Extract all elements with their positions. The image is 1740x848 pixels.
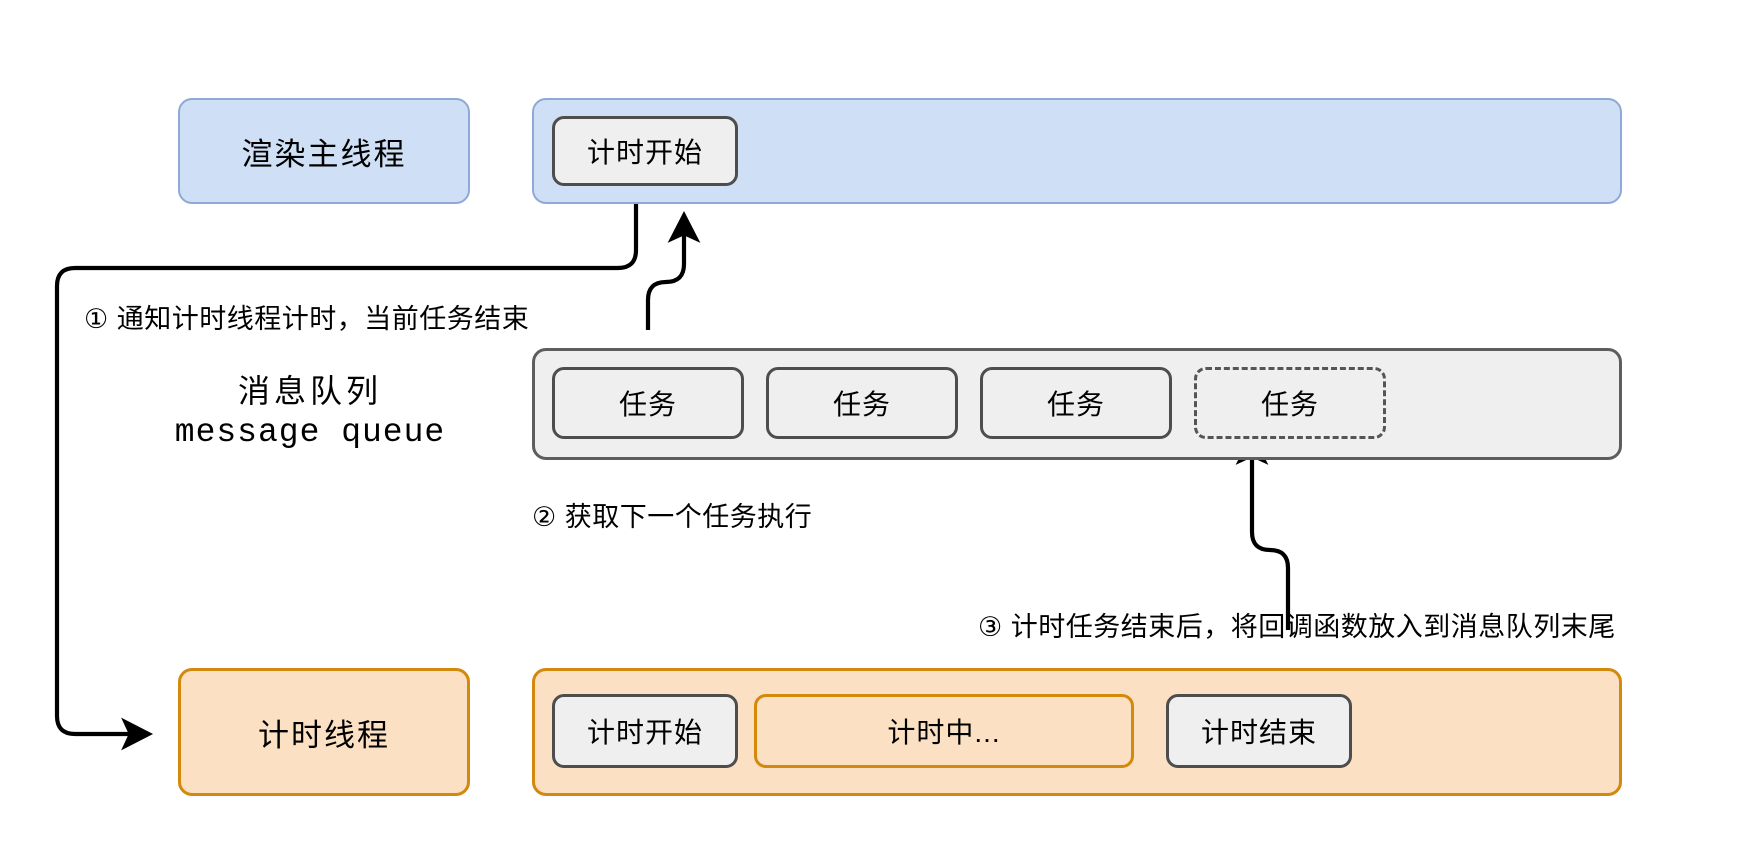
annotation-step-3-text: ③ 计时任务结束后，将回调函数放入到消息队列末尾 xyxy=(978,612,1616,642)
chip-render-timer-start-label: 计时开始 xyxy=(586,137,703,168)
chip-queue-task-1-label: 任务 xyxy=(618,389,677,420)
lane-label-message-queue: 消息队列 message queue xyxy=(120,371,500,454)
chip-timer-end-label: 计时结束 xyxy=(1200,717,1317,748)
wire-step-2 xyxy=(645,210,701,330)
lane-label-message-queue-cn: 消息队列 xyxy=(237,373,382,409)
annotation-step-2-text: ② 获取下一个任务执行 xyxy=(532,502,813,532)
chip-timer-start[interactable]: 计时开始 xyxy=(552,694,738,768)
chip-queue-task-2[interactable]: 任务 xyxy=(766,367,958,439)
chip-queue-task-3[interactable]: 任务 xyxy=(980,367,1172,439)
chip-timer-start-label: 计时开始 xyxy=(586,717,703,748)
wire-step-3 xyxy=(1235,432,1291,630)
chip-queue-task-4-pending[interactable]: 任务 xyxy=(1194,367,1386,439)
annotation-step-1: ① 通知计时线程计时，当前任务结束 xyxy=(84,297,529,336)
chip-queue-task-4-pending-label: 任务 xyxy=(1260,389,1319,420)
chip-timer-running[interactable]: 计时中... xyxy=(754,694,1134,768)
chip-queue-task-2-label: 任务 xyxy=(832,389,891,420)
lane-label-render-thread-text: 渲染主线程 xyxy=(241,136,407,172)
lane-label-render-thread[interactable]: 渲染主线程 xyxy=(178,98,470,204)
lane-label-message-queue-en: message queue xyxy=(174,413,446,451)
chip-timer-end[interactable]: 计时结束 xyxy=(1166,694,1352,768)
chip-queue-task-1[interactable]: 任务 xyxy=(552,367,744,439)
chip-render-timer-start[interactable]: 计时开始 xyxy=(552,116,738,186)
lane-label-timer-thread-text: 计时线程 xyxy=(258,717,390,753)
annotation-step-2: ② 获取下一个任务执行 xyxy=(532,495,812,534)
chip-queue-task-3-label: 任务 xyxy=(1046,389,1105,420)
annotation-step-1-text: ① 通知计时线程计时，当前任务结束 xyxy=(84,304,530,334)
annotation-step-3: ③ 计时任务结束后，将回调函数放入到消息队列末尾 xyxy=(978,605,1616,644)
lane-label-timer-thread[interactable]: 计时线程 xyxy=(178,668,470,796)
chip-timer-running-label: 计时中... xyxy=(887,717,1001,748)
wire-step-1 xyxy=(54,194,639,751)
